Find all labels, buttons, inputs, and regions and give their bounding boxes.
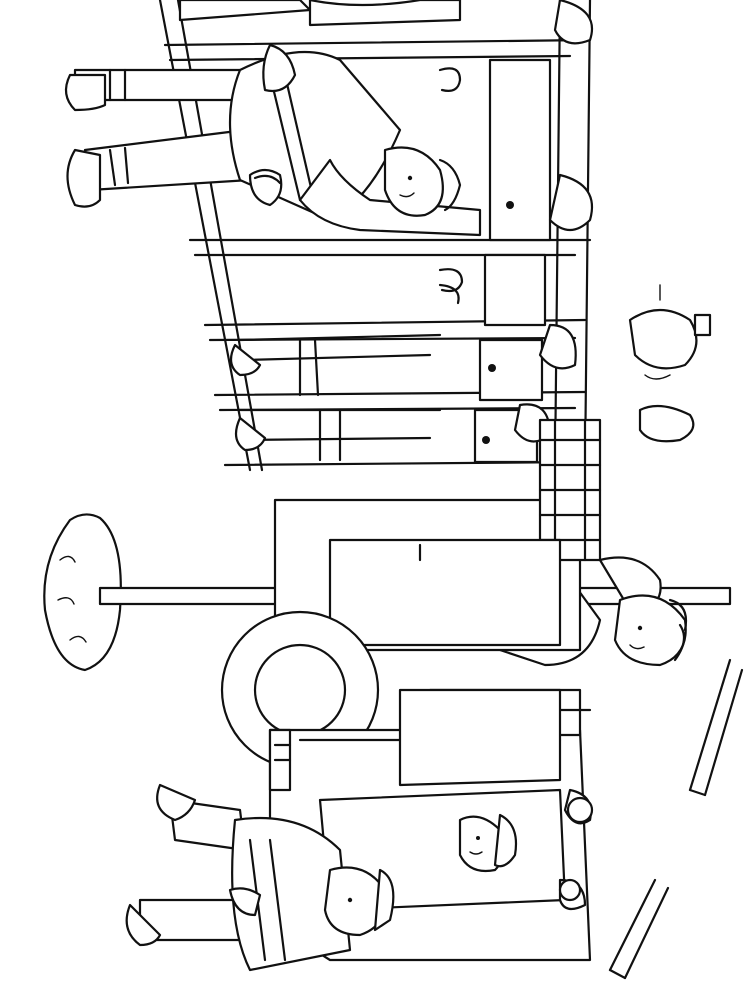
truck-driver bbox=[460, 815, 516, 871]
fire-truck bbox=[222, 420, 600, 960]
helmet-on-hook bbox=[640, 406, 693, 441]
firefighters-behind-lockers bbox=[231, 335, 440, 460]
floor-markings bbox=[610, 660, 742, 978]
firefighter-running bbox=[127, 785, 394, 970]
firefighter-dressing bbox=[66, 0, 480, 235]
hanging-bell bbox=[630, 285, 710, 379]
